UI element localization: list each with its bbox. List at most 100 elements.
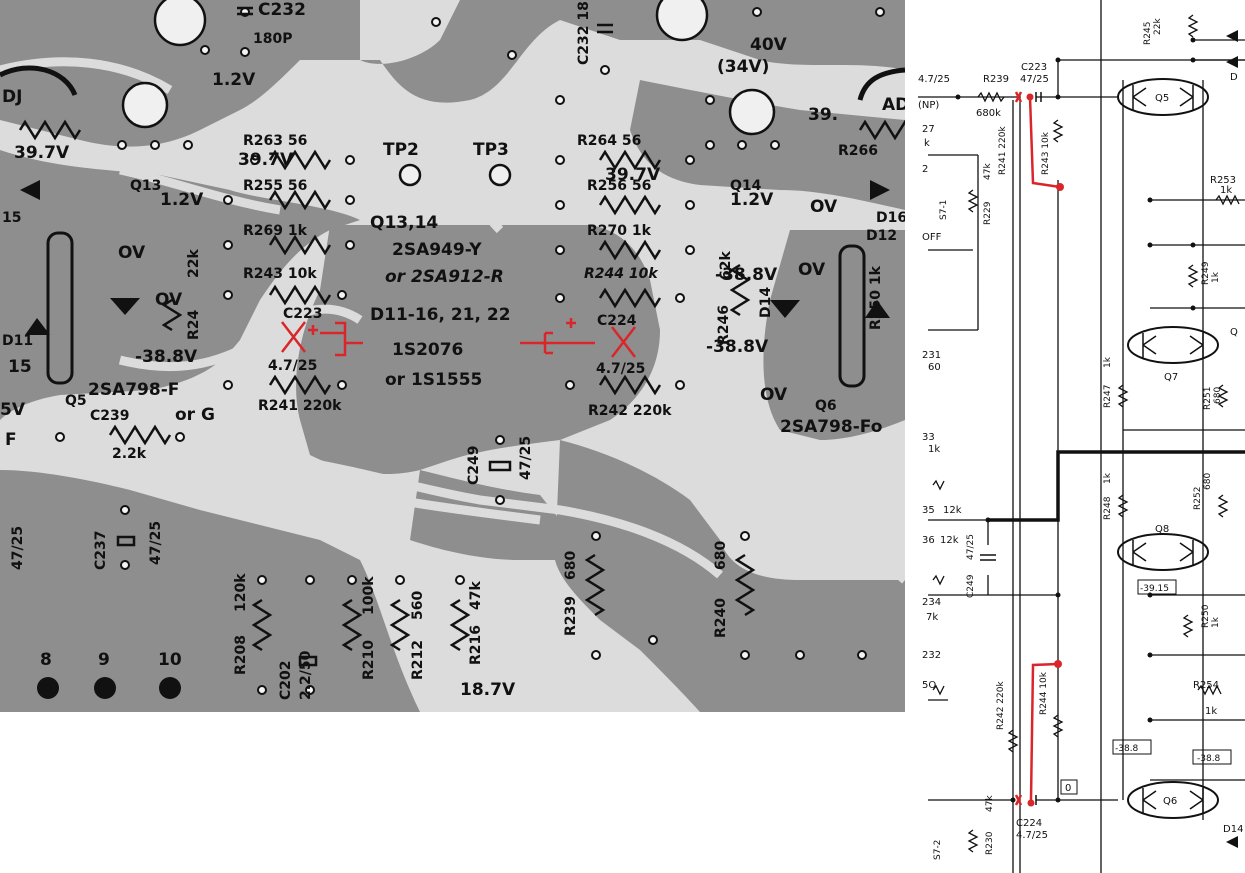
label-diodes: D11-16, 21, 22 (370, 305, 511, 325)
label-r210: R210 (361, 640, 377, 680)
label-r208-val: 120k (233, 573, 249, 612)
sch-np: (NP) (918, 100, 939, 111)
sch-q-right: Q (1230, 327, 1238, 338)
sch-q6: Q6 (1163, 796, 1177, 807)
sch-d: D (1230, 72, 1238, 83)
sch-231: 231 (922, 350, 941, 361)
sch-r242: R242 220k (996, 681, 1006, 730)
schematic-diodes (1226, 30, 1238, 848)
label-r263: R263 56 (243, 133, 307, 149)
sch-r247: R247 (1103, 385, 1113, 408)
label-dj: DJ (2, 87, 22, 107)
red-markup (281, 318, 636, 358)
label-r264: R264 56 (577, 133, 641, 149)
label-r216: R216 (468, 625, 484, 665)
label-2sa949: 2SA949-Y (392, 240, 482, 260)
q8-symbol (1117, 533, 1209, 571)
label-tp3: TP3 (473, 140, 509, 160)
label-pin10: 10 (158, 650, 182, 670)
label-d15: 15 (2, 210, 21, 226)
label-c239-val: 2.2k (112, 446, 147, 462)
sch-r229-val: 47k (983, 163, 993, 180)
sch-c223-val: 47/25 (1020, 74, 1049, 85)
label-c232b: C232 18 (576, 1, 592, 65)
label-2sa912: or 2SA912-R (385, 267, 504, 287)
sch-5o: 5O (922, 680, 936, 691)
label-18-7v: 18.7V (460, 680, 516, 700)
sch-234: 234 (922, 597, 941, 608)
sch-c224-val: 4.7/25 (1016, 830, 1048, 841)
label-397b: 39.7V (238, 150, 294, 170)
sch-r248-val: 1k (1103, 472, 1113, 484)
label-ov3: OV (798, 260, 826, 280)
label-r244: R244 10k (584, 266, 659, 282)
transistor-symbols (121, 0, 776, 187)
sch-r244: R244 10k (1039, 671, 1049, 715)
label-c237: C237 (93, 531, 109, 571)
sch-232: 232 (922, 650, 941, 661)
connector-pins (37, 677, 181, 699)
schematic-red-markup (1014, 91, 1061, 806)
sch-35: 35 (922, 505, 935, 516)
label-39: 39. (808, 105, 838, 125)
label-r250: R250 1k (868, 265, 884, 330)
sch-r230: R230 (985, 831, 995, 855)
label-r210-val: 100k (361, 576, 377, 615)
label-c232: C232 (258, 0, 306, 20)
label-c237-val: 47/25 (148, 521, 164, 565)
transistor-q5-outline (46, 231, 866, 388)
sch-r251: R251 (1203, 387, 1213, 410)
label-c223-val: 4.7/25 (268, 358, 317, 374)
sch-s72: S7-2 (933, 840, 943, 860)
label-12v-c: 1.2V (730, 190, 774, 210)
label-q6: Q6 (815, 398, 837, 414)
label-tp2: TP2 (383, 140, 419, 160)
capacitor-symbols (116, 6, 613, 667)
label-d11: D11 (2, 333, 33, 349)
sch-r247-val: 1k (1103, 356, 1113, 368)
label-47-25: 47/25 (10, 526, 26, 570)
label-d16: D16 (876, 210, 905, 226)
label-r246: R246 (716, 305, 732, 345)
label-r212: R212 (410, 640, 426, 680)
label-c232-val: 180P (253, 31, 292, 47)
sch-388a: -38.8 (1115, 744, 1139, 754)
sch-r27: 27 (922, 124, 935, 135)
sch-33: 33 (922, 432, 935, 443)
label-c249: C249 (466, 446, 482, 486)
sch-r229: R229 (983, 201, 993, 225)
label-r270: R270 1k (587, 223, 652, 239)
sch-v3915: -39.15 (1140, 584, 1169, 594)
sch-c223: C223 (1021, 62, 1047, 73)
label-15: 15 (8, 357, 32, 377)
label-c202-val: 2.2/50 (298, 650, 314, 700)
sch-v47-25: 4.7/25 (918, 74, 950, 85)
q7-symbol (1127, 326, 1219, 364)
sch-r245-val: 22k (1153, 18, 1163, 35)
value-boxes (1060, 579, 1232, 795)
sch-r245: R245 (1143, 22, 1153, 45)
label-2sa798fo: 2SA798-Fo (780, 417, 882, 437)
sch-r250-val: 1k (1211, 616, 1221, 628)
transistor-ovals (1117, 78, 1219, 819)
sch-q8: Q8 (1155, 524, 1169, 535)
label-ov5: OV (155, 290, 183, 310)
sch-r250: R250 (1201, 604, 1211, 628)
sch-r254: R254 (1193, 680, 1219, 691)
label-ad: AD (882, 95, 905, 115)
sch-off: OFF (922, 232, 942, 243)
schematic-resistors (932, 14, 1240, 853)
sch-r252: R252 (1193, 487, 1203, 510)
sch-rk: k (924, 138, 930, 149)
sch-r252-val: 680 (1203, 473, 1213, 490)
label-397c: 39.7V (605, 165, 661, 185)
sch-c224: C224 (1016, 818, 1042, 829)
schematic-wires (918, 0, 1245, 873)
label-r24x: R24 (186, 309, 202, 340)
label-q13-14: Q13,14 (370, 213, 438, 233)
sch-36: 36 (922, 535, 935, 546)
label-c239: C239 (90, 408, 130, 424)
label-pin8: 8 (40, 650, 52, 670)
label-q5: Q5 (65, 393, 87, 409)
sch-r239: R239 (983, 74, 1009, 85)
